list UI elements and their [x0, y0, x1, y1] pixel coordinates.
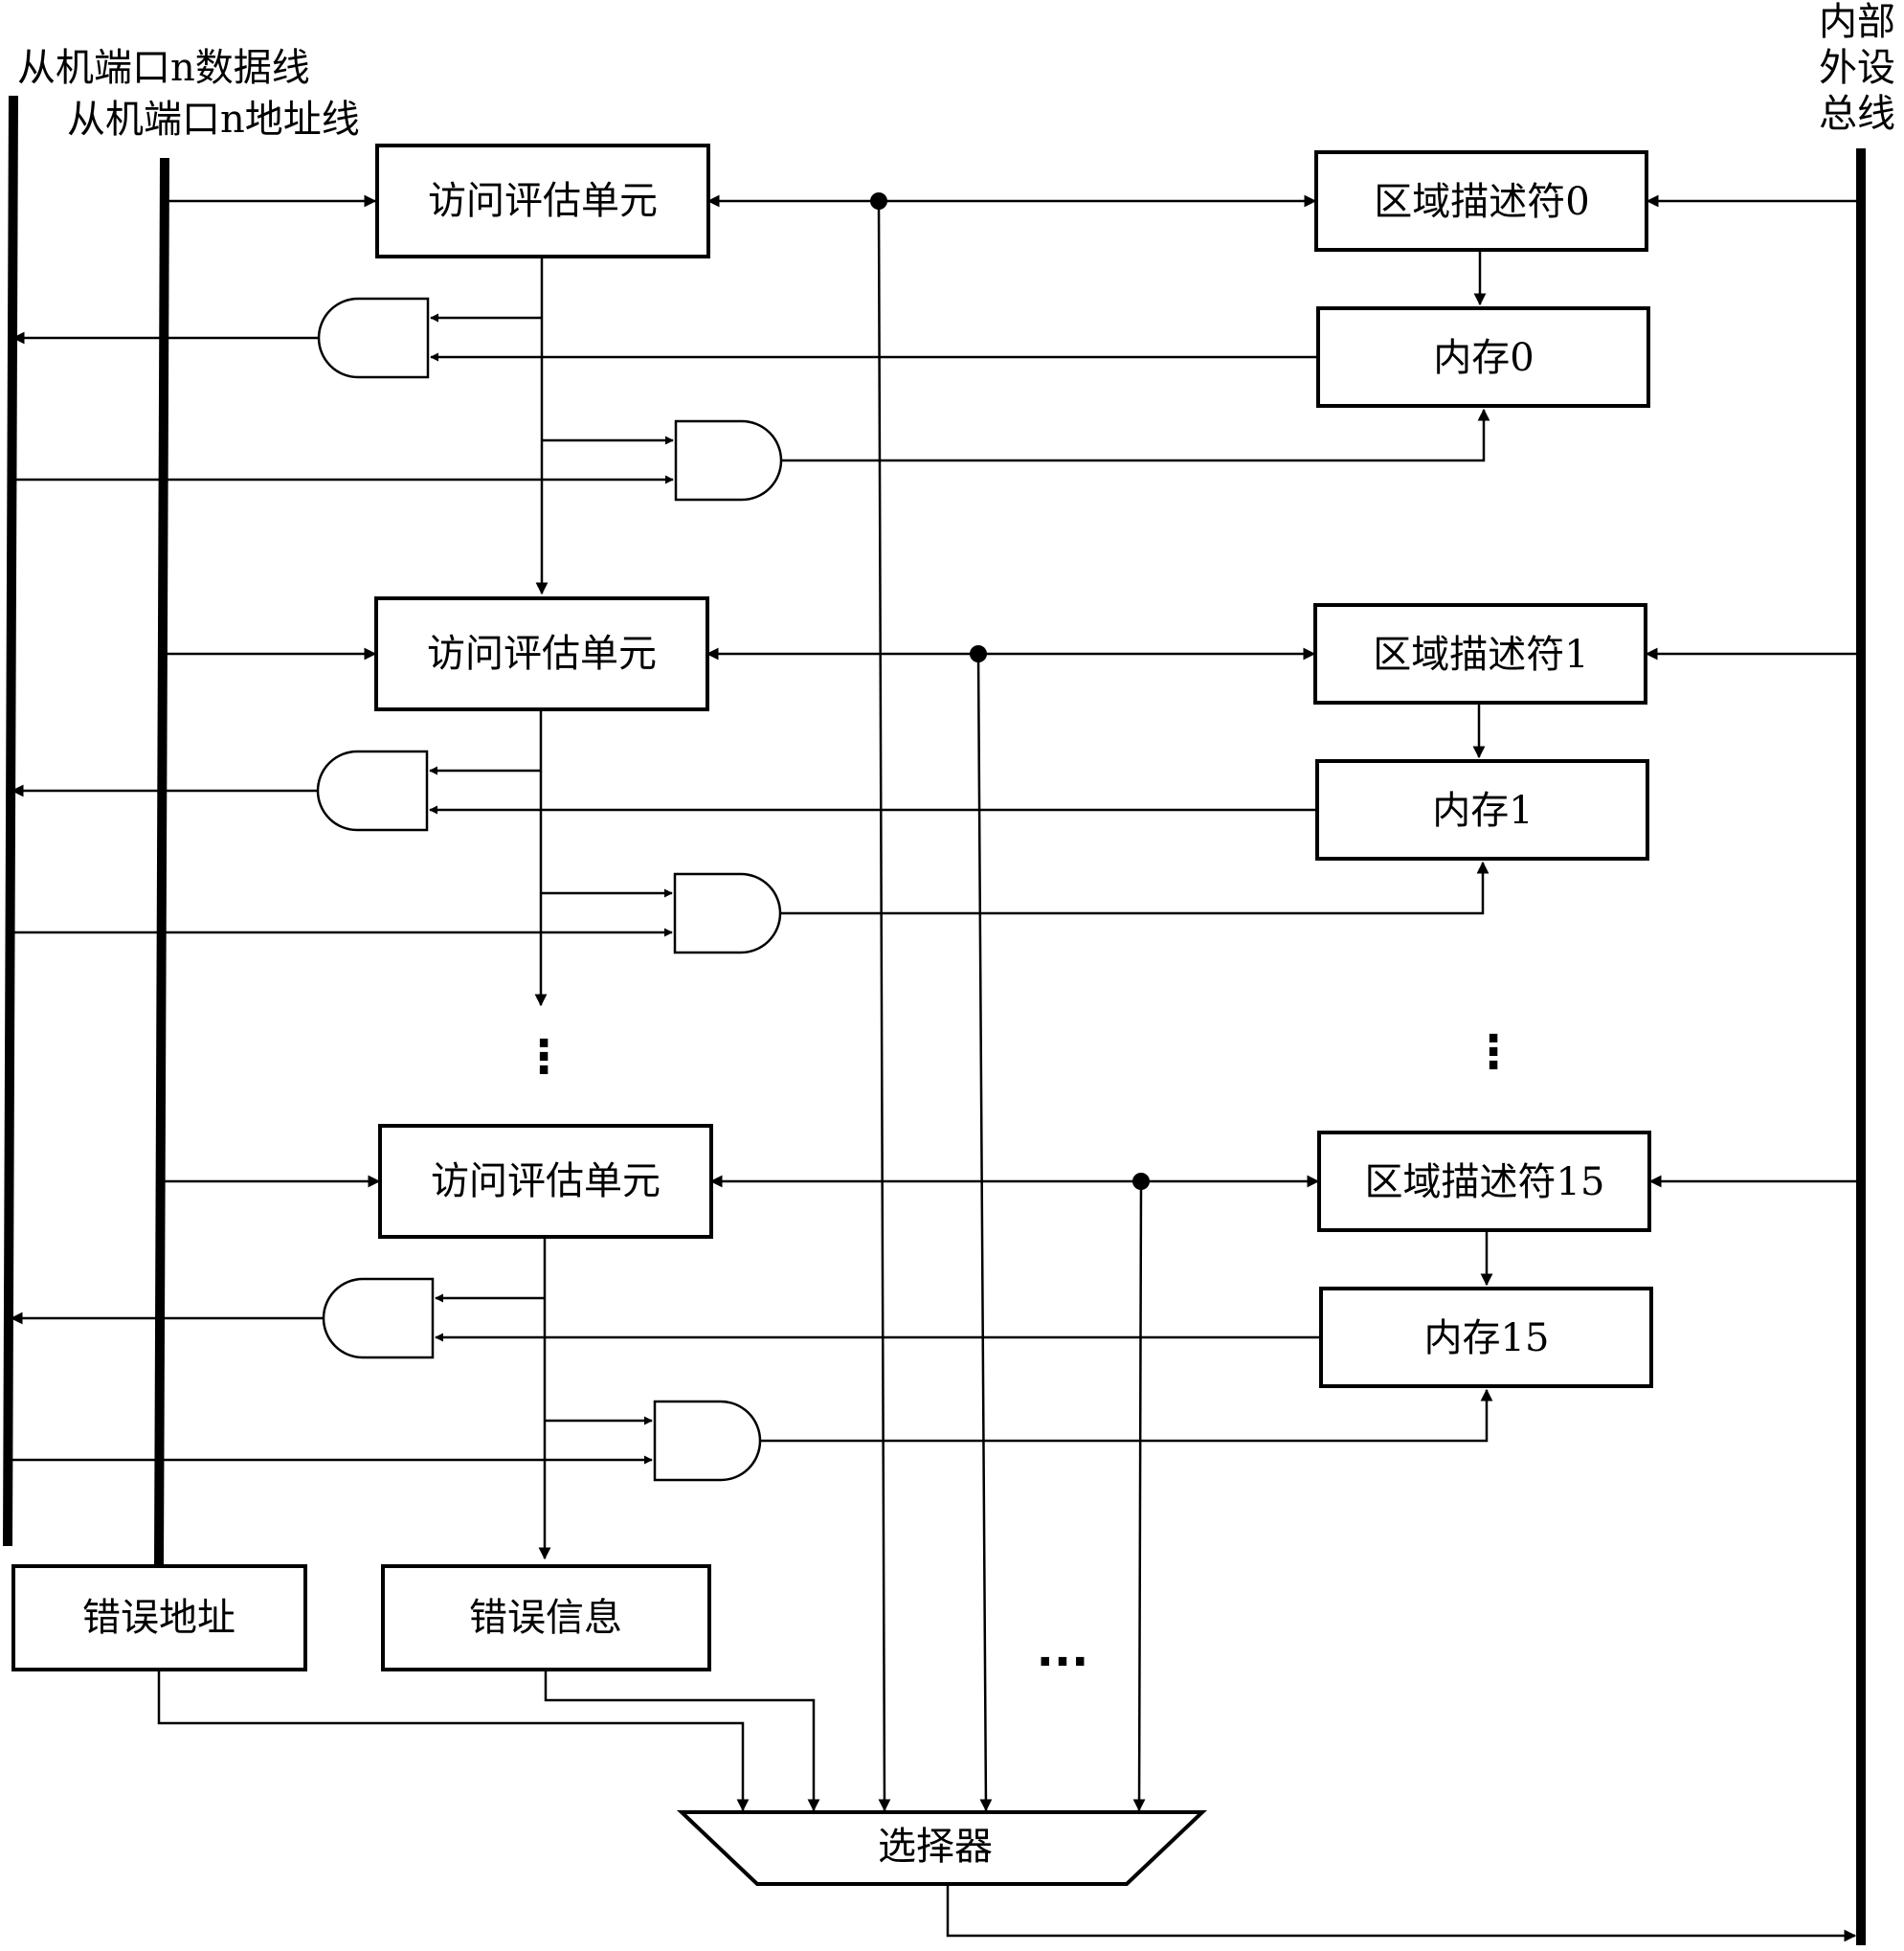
- region-descriptor-1: [1313, 603, 1647, 705]
- unit-1: 访问评估单元 区域描述符1 内存1: [11, 596, 1861, 1007]
- unit-15: 访问评估单元 区域描述符15 内存15: [10, 1124, 1861, 1560]
- region-descriptor-15-label: 区域描述符15: [1365, 1160, 1605, 1204]
- error-address-box: [11, 1564, 307, 1671]
- memory-1: [1315, 759, 1649, 861]
- access-eval-unit-15: [378, 1124, 713, 1239]
- address-line-label: 从机端口n地址线: [67, 98, 360, 142]
- region-descriptor-15: [1317, 1131, 1651, 1232]
- memory-15-label: 内存15: [1424, 1316, 1550, 1360]
- selector: [676, 1810, 1208, 1886]
- access-eval-unit-15-label: 访问评估单元: [431, 1159, 661, 1203]
- error-info-label: 错误信息: [469, 1596, 622, 1640]
- and-gate-lower-15: [653, 1400, 762, 1482]
- and-gate-upper-15: [322, 1277, 435, 1359]
- ellipsis-left: ⋮: [521, 1030, 567, 1084]
- and-gate-lower-1: [673, 872, 782, 954]
- memory-15: [1319, 1287, 1653, 1388]
- memory-0-label: 内存0: [1433, 336, 1534, 380]
- data-bus: [3, 95, 18, 1547]
- selector-label: 选择器: [878, 1825, 993, 1869]
- and-gate-upper-1: [316, 750, 429, 832]
- region-descriptor-1-label: 区域描述符1: [1373, 633, 1588, 677]
- ellipsis-right: ⋮: [1470, 1025, 1516, 1079]
- access-eval-unit-1-label: 访问评估单元: [427, 632, 657, 676]
- access-eval-unit-0-label: 访问评估单元: [428, 179, 658, 223]
- unit-0: 访问评估单元 区域描述符0 内存0: [11, 144, 1861, 595]
- and-gate-lower-0: [674, 419, 783, 502]
- data-line-label: 从机端口n数据线: [17, 46, 310, 90]
- internal-bus-label-2: 外设: [1819, 46, 1895, 90]
- region-descriptor-0-label: 区域描述符0: [1374, 180, 1589, 224]
- address-bus: [154, 157, 169, 1566]
- internal-bus-label-1: 内部: [1819, 0, 1895, 44]
- memory-1-label: 内存1: [1432, 789, 1533, 833]
- memory-0: [1316, 306, 1650, 408]
- internal-bus-label-3: 总线: [1819, 92, 1895, 136]
- ellipsis-horizontal: ···: [1037, 1635, 1089, 1689]
- error-address-label: 错误地址: [82, 1596, 235, 1640]
- and-gate-upper-0: [317, 297, 430, 379]
- access-eval-unit-1: [374, 596, 709, 711]
- region-descriptor-0: [1314, 150, 1648, 252]
